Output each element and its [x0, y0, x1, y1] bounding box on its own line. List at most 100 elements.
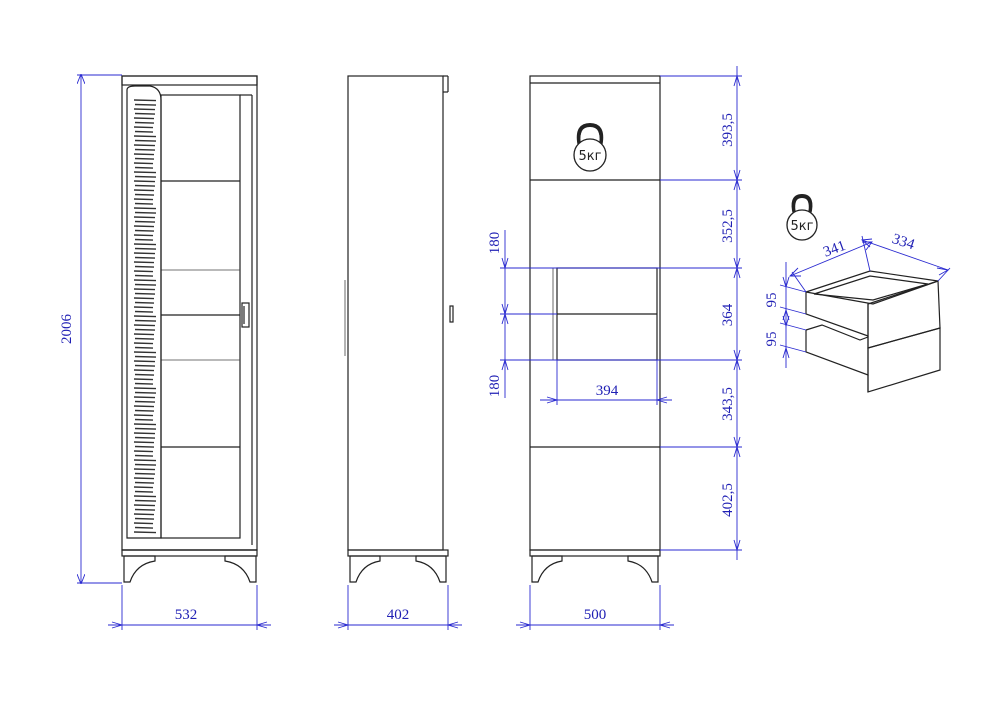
side-handle — [449, 305, 454, 323]
plinth — [121, 549, 258, 557]
flute-line — [133, 468, 156, 471]
flute-line — [133, 297, 155, 300]
flute-line — [134, 310, 154, 313]
flute-line — [134, 238, 154, 241]
flute-line — [133, 423, 157, 426]
flute-line — [133, 243, 157, 246]
flute-line — [134, 364, 156, 367]
dim-drawer-3d-width: 341 — [821, 238, 848, 261]
side-leg-left — [349, 555, 381, 583]
flute-line — [134, 220, 156, 223]
weight-icon: 5кг — [573, 122, 607, 172]
drawer-width-dimension: 394 — [540, 360, 672, 405]
side-view — [344, 75, 454, 583]
flute-line — [133, 180, 156, 183]
flute-line — [134, 355, 157, 358]
flute-line — [133, 126, 154, 129]
flute-line — [133, 477, 155, 480]
glass-door — [160, 94, 241, 539]
flute-lines — [133, 99, 157, 534]
drawer-weight-icon: 5кг — [786, 193, 818, 241]
flute-line — [134, 112, 156, 115]
flute-line — [134, 193, 155, 196]
flute-line — [133, 171, 157, 174]
dim-drawer-3d-height-bottom: 95 — [764, 332, 780, 347]
flute-line — [133, 342, 154, 345]
flute-line — [133, 225, 155, 228]
side-depth-dimension: 402 — [334, 585, 462, 630]
flute-line — [133, 441, 155, 444]
flute-line — [133, 207, 157, 210]
flute-line — [134, 463, 157, 466]
flute-line — [133, 135, 157, 138]
flute-line — [133, 315, 157, 318]
flute-line — [133, 261, 155, 264]
flute-line — [134, 103, 157, 106]
flute-line — [133, 144, 156, 147]
dim-drawer-3d-height-top: 95 — [764, 293, 780, 308]
back-width-dimension: 500 — [516, 585, 674, 630]
flute-line — [134, 418, 154, 421]
flute-line — [133, 513, 155, 516]
flute-line — [134, 166, 154, 169]
flute-line — [133, 405, 155, 408]
dim-back-width: 500 — [584, 607, 607, 623]
flute-line — [133, 369, 155, 372]
flute-line — [134, 400, 156, 403]
back-leg-right — [627, 555, 659, 583]
flute-line — [133, 108, 156, 111]
flute-line — [134, 436, 156, 439]
dim-section-bottom: 402,5 — [720, 483, 736, 517]
dim-drawer-3d-depth: 334 — [890, 231, 917, 253]
flute-line — [133, 189, 155, 192]
flute-line — [133, 234, 154, 237]
flute-line — [133, 324, 156, 327]
flute-line — [134, 526, 154, 529]
flute-line — [134, 409, 155, 412]
flute-line — [134, 454, 154, 457]
back-leg-left — [531, 555, 563, 583]
flute-line — [134, 427, 157, 430]
drawer-3d-dimensions: 341 334 95 95 — [764, 231, 951, 368]
flute-line — [134, 202, 154, 205]
flute-line — [133, 459, 157, 462]
flute-line — [133, 216, 156, 219]
drawer-weight-label: 5кг — [791, 219, 814, 234]
section-dimensions: 393,5 352,5 364 343,5 402,5 — [557, 66, 742, 560]
flute-line — [133, 252, 156, 255]
dim-side-depth: 402 — [387, 607, 410, 623]
side-leg-right — [415, 555, 447, 583]
flute-line — [134, 481, 155, 484]
dim-drawer-width: 394 — [596, 383, 619, 399]
flute-line — [134, 391, 157, 394]
flute-line — [134, 292, 156, 295]
flute-line — [134, 130, 154, 133]
dim-section-3: 364 — [720, 303, 736, 326]
flute-line — [134, 256, 156, 259]
drawer-isometric — [805, 270, 941, 393]
flute-line — [133, 351, 157, 354]
drawer-bottom-front — [867, 327, 941, 393]
flute-line — [134, 148, 156, 151]
flute-line — [133, 531, 157, 534]
front-view — [121, 75, 258, 583]
flute-line — [134, 499, 157, 502]
flute-line — [133, 360, 156, 363]
front-top-panel — [121, 75, 258, 86]
flute-line — [134, 373, 155, 376]
flute-line — [133, 270, 154, 273]
flute-line — [134, 247, 157, 250]
flute-line — [134, 508, 156, 511]
flute-line — [134, 472, 156, 475]
flute-line — [134, 337, 155, 340]
flute-line — [133, 333, 155, 336]
leg-left — [123, 555, 156, 583]
dim-drawer-gap-bottom: 180 — [487, 375, 503, 398]
dim-front-width: 532 — [175, 607, 198, 623]
flute-line — [134, 346, 154, 349]
flute-line — [134, 265, 155, 268]
door-handle — [241, 302, 250, 328]
flute-line — [133, 153, 155, 156]
flute-line — [134, 175, 157, 178]
